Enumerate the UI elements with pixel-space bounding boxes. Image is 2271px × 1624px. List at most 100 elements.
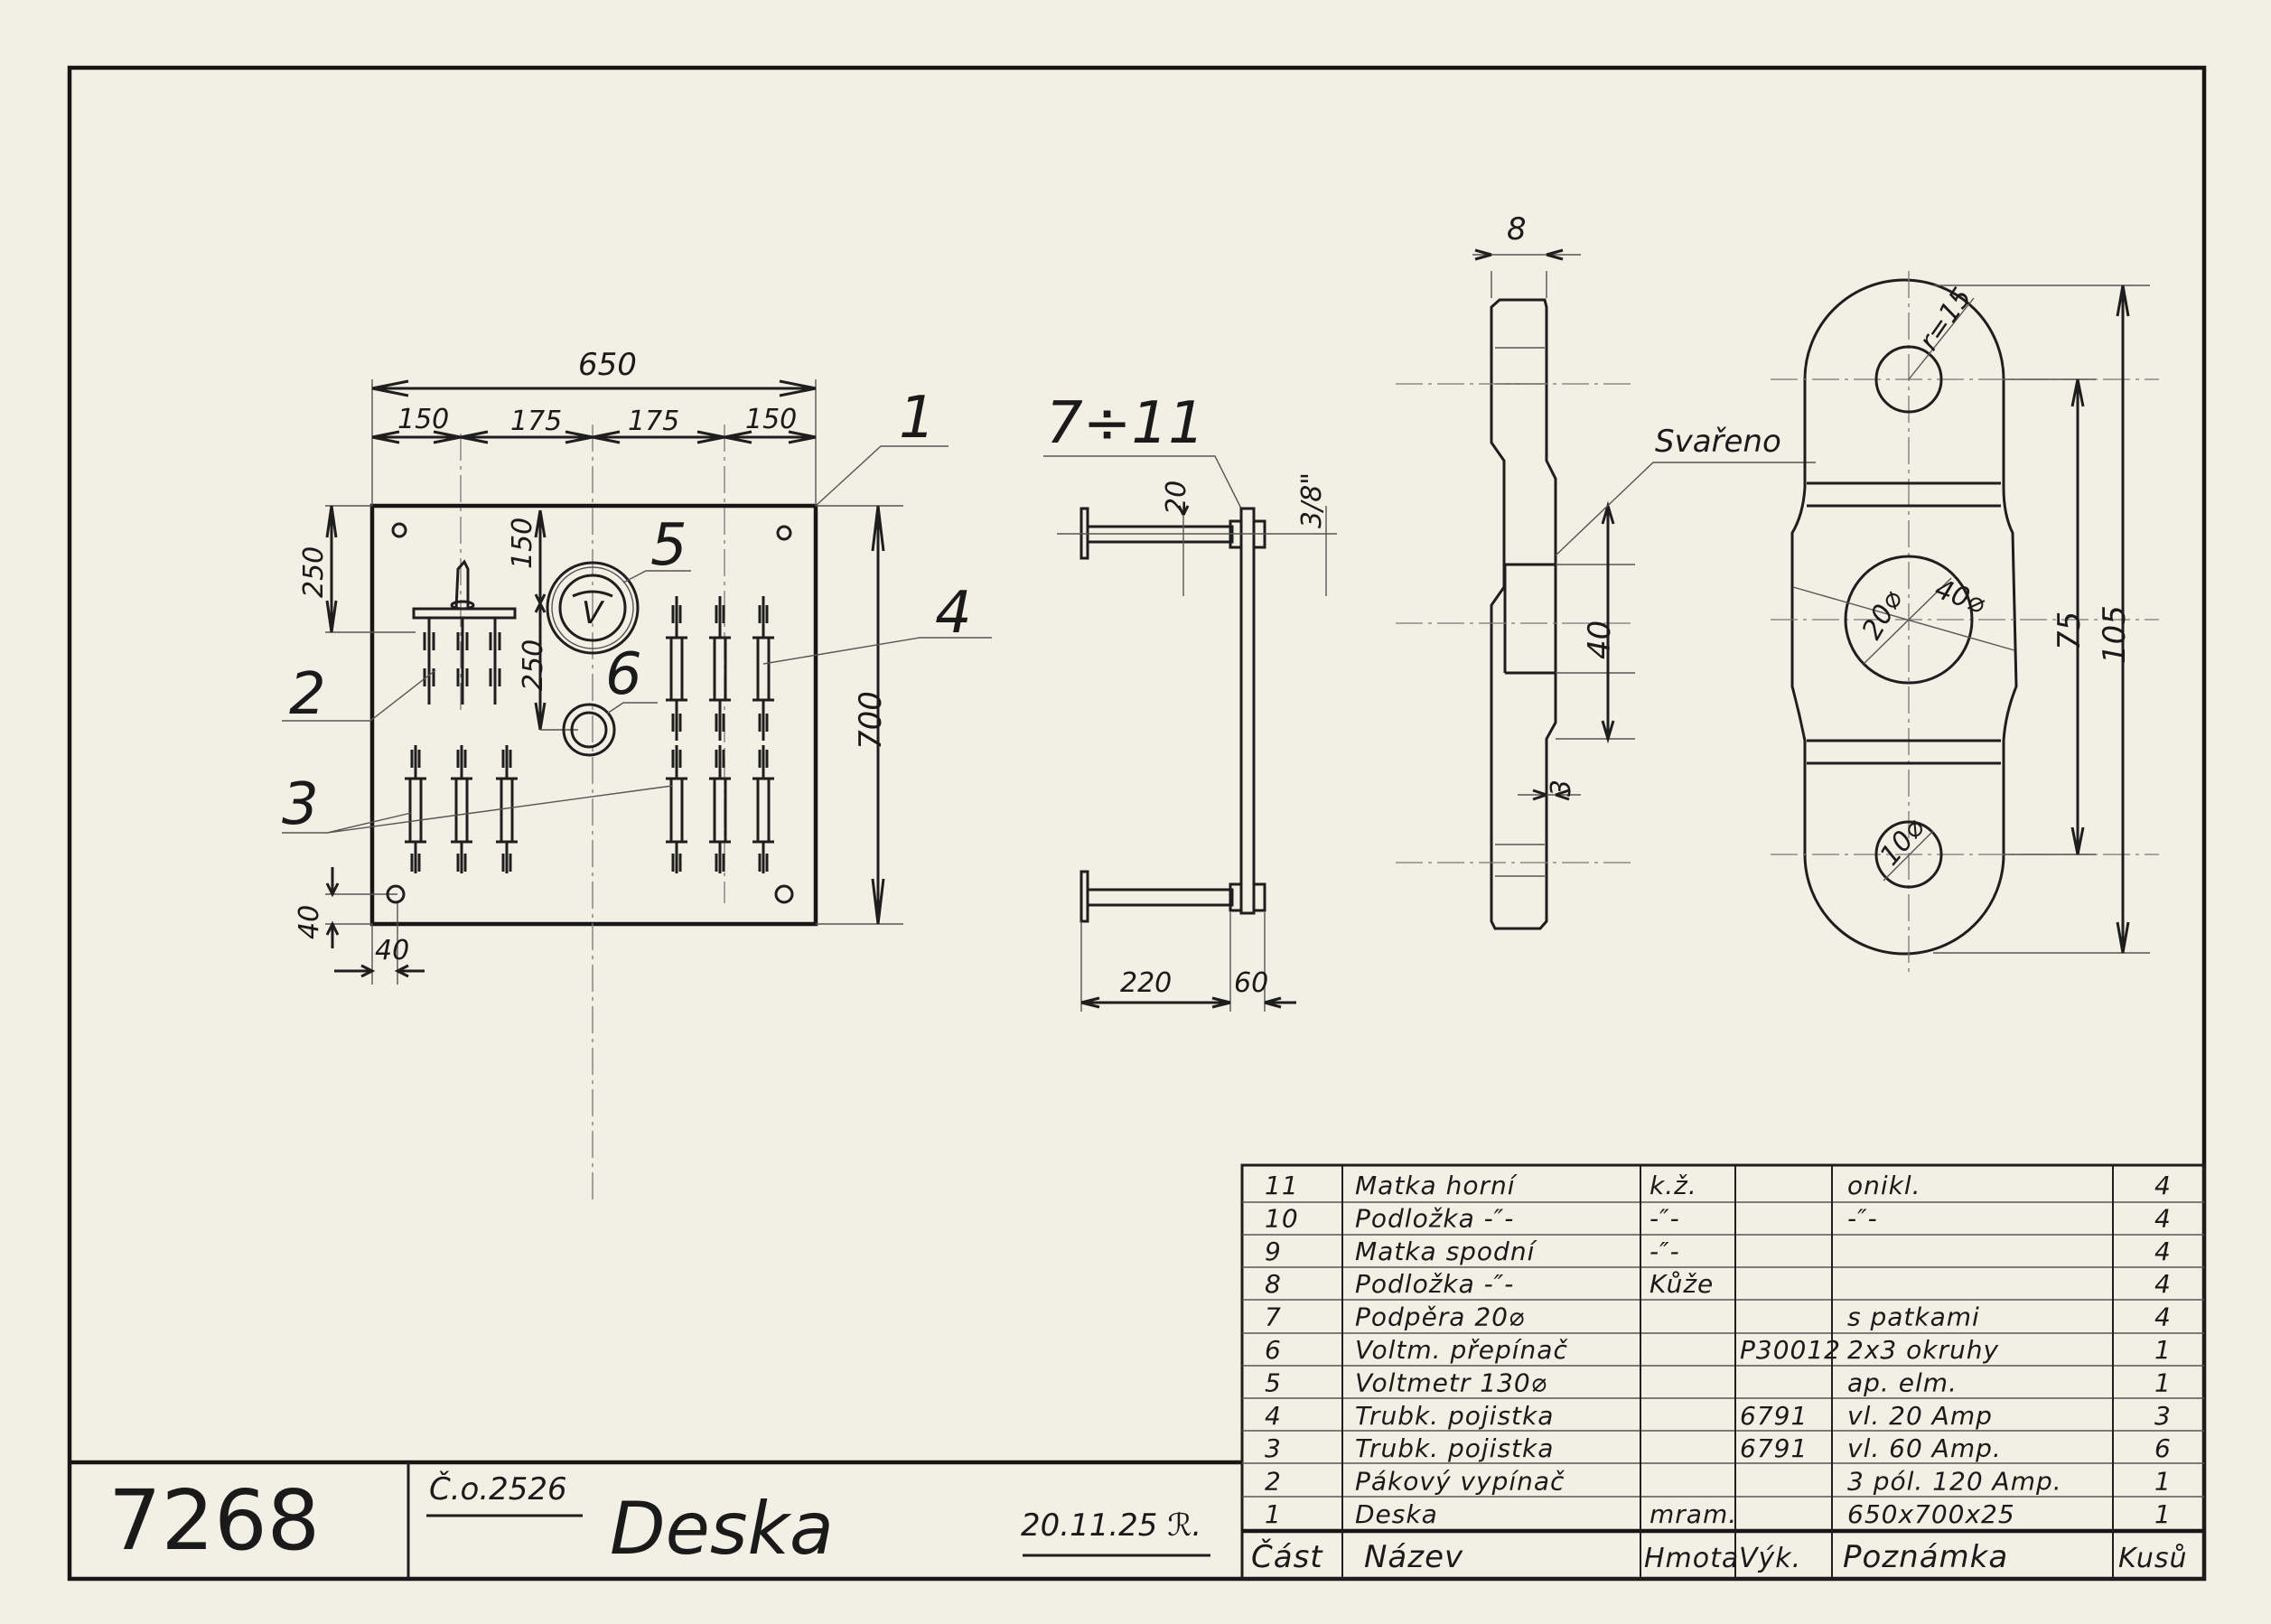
- table-row: 4 Trubk. pojistka 6791 vl. 20 Amp 3: [1265, 1401, 2172, 1431]
- dim-thickness: 8: [1507, 211, 1527, 247]
- cell-qty: 1: [2154, 1467, 2172, 1497]
- dim-pitch: 75: [2051, 611, 2088, 650]
- cell-qty: 1: [2154, 1335, 2172, 1365]
- dim-pin-dia: 20: [1161, 481, 1192, 515]
- cell-note: vl. 60 Amp.: [1847, 1433, 2002, 1463]
- cell-name: Trubk. pojistka: [1355, 1401, 1554, 1431]
- cell-drawing: P30012: [1740, 1335, 1841, 1365]
- header-part: Část: [1251, 1538, 1323, 1575]
- cell-note: 2x3 okruhy: [1847, 1335, 1999, 1365]
- callout-5: 5: [650, 512, 687, 579]
- front-view: 650 150 175 175 150 250 150 250 700 40 4…: [282, 347, 992, 1201]
- cell-note: 650x700x25: [1847, 1499, 2015, 1529]
- dim-top-to-meter: 150: [507, 518, 538, 569]
- header-note: Poznámka: [1843, 1539, 2008, 1575]
- dim-hole-offset-v: 40: [294, 905, 325, 939]
- bracket-flat-view: r=15 20⌀ 40⌀ 10⌀ 75 105: [1771, 271, 2159, 975]
- dim-length: 220: [1120, 967, 1172, 999]
- header-qty: Kusů: [2118, 1543, 2188, 1574]
- callout-2: 2: [289, 661, 326, 728]
- cell-name: Trubk. pojistka: [1355, 1433, 1554, 1463]
- callout-6: 6: [605, 641, 642, 708]
- dim-top-to-switch: 250: [298, 546, 330, 598]
- cell-part: 3: [1265, 1433, 1282, 1463]
- cell-note: s patkami: [1847, 1302, 1980, 1332]
- voltmeter-icon: V: [546, 561, 640, 655]
- order-number: Č.o.2526: [429, 1470, 567, 1507]
- cell-part: 10: [1265, 1203, 1299, 1233]
- bolt-hole-bottom: [1874, 820, 1943, 889]
- fuses-20a: [666, 596, 774, 741]
- dim-boss: 40: [1582, 621, 1618, 659]
- dim-hole-small: 10⌀: [1874, 813, 1930, 873]
- voltmeter-selector-icon: [562, 703, 616, 757]
- date-signature: 20.11.25 ℛ.: [1021, 1507, 1201, 1544]
- dim-radius: r=15: [1913, 283, 1978, 357]
- dim-hole-center: 20⌀: [1856, 585, 1909, 645]
- cell-name: Voltmetr 130⌀: [1355, 1367, 1547, 1397]
- cell-part: 9: [1265, 1237, 1282, 1266]
- cell-material: mram.: [1650, 1499, 1737, 1529]
- marble-plate-outline: [369, 503, 818, 927]
- dim-thread: 3/8": [1296, 472, 1328, 528]
- cell-note: vl. 20 Amp: [1847, 1401, 1993, 1431]
- header-drawing: Výk.: [1739, 1543, 1801, 1574]
- cell-name: Deska: [1355, 1499, 1438, 1529]
- cell-name: Pákový vypínač: [1355, 1467, 1565, 1497]
- boss-hole: [1844, 555, 1974, 685]
- fuses-60a: [405, 745, 774, 873]
- dim-wall: 3: [1546, 779, 1577, 797]
- cell-note: ap. elm.: [1847, 1367, 1958, 1397]
- callout-4: 4: [935, 580, 972, 647]
- table-row: 9 Matka spodní -″- 4: [1265, 1237, 2172, 1266]
- cell-material: Kůže: [1650, 1269, 1714, 1299]
- dim-overall-width: 650: [578, 347, 637, 383]
- dim-hole-offset-h: 40: [375, 935, 409, 966]
- cell-name: Voltm. přepínač: [1355, 1335, 1568, 1365]
- callout-7-11: 7÷11: [1046, 390, 1205, 457]
- dim-seg-2: 175: [510, 406, 562, 437]
- dim-boss-dia: 40⌀: [1930, 574, 1989, 621]
- header-name: Název: [1364, 1539, 1463, 1575]
- dim-seg-1: 150: [397, 404, 449, 435]
- dim-seg-3: 175: [628, 406, 679, 437]
- cell-name: Matka spodní: [1355, 1237, 1538, 1266]
- cell-part: 11: [1265, 1171, 1299, 1200]
- voltmeter-symbol: V: [582, 595, 605, 631]
- cell-drawing: 6791: [1740, 1433, 1808, 1463]
- mounting-hole: [386, 884, 406, 904]
- cell-name: Podložka -″-: [1355, 1269, 1514, 1299]
- callout-1: 1: [899, 385, 936, 452]
- cell-material: k.ž.: [1650, 1171, 1697, 1200]
- cell-material: -″-: [1650, 1237, 1680, 1266]
- cell-part: 6: [1265, 1335, 1282, 1365]
- dim-length-flat: 105: [2097, 605, 2133, 664]
- dim-offset: 60: [1234, 967, 1268, 999]
- cell-qty: 6: [2154, 1433, 2172, 1463]
- cell-qty: 1: [2154, 1499, 2172, 1529]
- dim-seg-4: 150: [745, 404, 797, 435]
- weld-note: Svařeno: [1655, 424, 1781, 460]
- callout-3: 3: [282, 771, 319, 838]
- cell-material: -″-: [1650, 1203, 1680, 1233]
- cell-qty: 3: [2154, 1401, 2172, 1431]
- cell-qty: 4: [2154, 1171, 2172, 1200]
- cell-note: -″-: [1847, 1203, 1878, 1233]
- cell-name: Podložka -″-: [1355, 1203, 1514, 1233]
- header-material: Hmota: [1644, 1543, 1739, 1574]
- mounting-hole: [774, 884, 794, 904]
- cell-note: onikl.: [1847, 1171, 1921, 1200]
- cell-qty: 4: [2154, 1237, 2172, 1266]
- cell-qty: 4: [2154, 1302, 2172, 1332]
- cell-part: 4: [1265, 1401, 1282, 1431]
- cell-drawing: 6791: [1740, 1401, 1808, 1431]
- cell-name: Podpěra 20⌀: [1355, 1302, 1525, 1332]
- drawing-number: 7268: [108, 1472, 320, 1569]
- cell-part: 2: [1265, 1467, 1282, 1497]
